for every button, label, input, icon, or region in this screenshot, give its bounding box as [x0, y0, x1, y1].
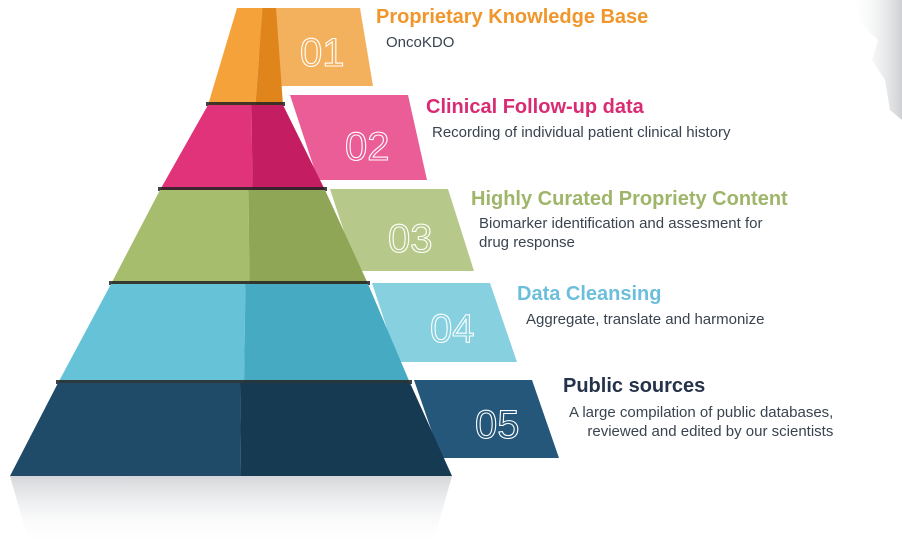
level-5-title: Public sources — [563, 375, 706, 397]
level-5-tab — [414, 380, 559, 458]
level-4-tab — [372, 283, 517, 362]
level-2-tab — [290, 95, 427, 180]
level-3-description-line-1: Biomarker identification and assesment f… — [479, 215, 763, 232]
level-1-layer-front — [208, 8, 263, 105]
level-3-layer-side — [248, 190, 368, 284]
level-5-description-line-2: reviewed and edited by our scientists — [587, 423, 834, 440]
level-1-title: Proprietary Knowledge Base — [376, 6, 649, 28]
background-map-shape — [850, 0, 902, 120]
level-3-layer-front — [111, 190, 250, 284]
level-4-description-line: Aggregate, translate and harmonize — [526, 311, 765, 328]
level-1-layer-side — [255, 8, 283, 105]
level-1-description: OncoKDO — [386, 33, 454, 52]
level-5-layer-front — [10, 383, 241, 476]
level-2-description: Recording of individual patient clinical… — [432, 123, 731, 142]
level-2-description-line: Recording of individual patient clinical… — [432, 124, 731, 141]
pyramid-reflection — [10, 476, 452, 546]
level-1-number: 01 — [300, 31, 345, 75]
level-3-description-line-2: drug response — [479, 234, 575, 251]
level-3-tab — [330, 189, 474, 271]
level-4-layer-front — [58, 284, 246, 383]
level-2-layer-front — [160, 105, 253, 190]
level-2-title: Clinical Follow-up data — [426, 96, 644, 118]
level-1-description-line: OncoKDO — [386, 34, 455, 51]
level-5-description-line-1: A large compilation of public databases, — [569, 404, 834, 421]
level-2-number: 02 — [345, 125, 390, 169]
level-5-number: 05 — [475, 403, 520, 447]
level-5-description: A large compilation of public databases,… — [569, 403, 833, 441]
level-5-layer-side — [240, 383, 452, 476]
level-4-layer-side — [244, 284, 410, 383]
level-3-number: 03 — [388, 217, 433, 261]
level-4-description: Aggregate, translate and harmonize — [526, 310, 764, 329]
level-4-title: Data Cleansing — [517, 283, 662, 305]
level-4-number: 04 — [430, 307, 475, 351]
level-3-description: Biomarker identification and assesment f… — [479, 214, 762, 252]
level-2-layer-side — [251, 105, 325, 190]
level-3-title: Highly Curated Propriety Content — [471, 188, 788, 210]
